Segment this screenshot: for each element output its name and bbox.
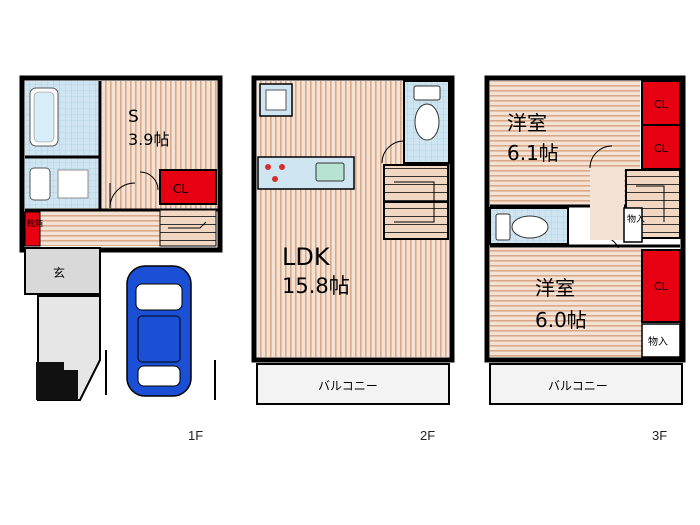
ldk-name: LDK (282, 243, 331, 271)
balcony-2f (256, 363, 450, 405)
western-room-1-size: 6.1帖 (507, 141, 559, 165)
closet-3f-1 (641, 80, 681, 126)
western-room-2-size: 6.0帖 (535, 308, 587, 332)
kitchen-counter-icon (257, 156, 355, 190)
ldk-size: 15.8帖 (282, 274, 350, 298)
closet-1f (159, 169, 217, 205)
closet-3f-3-label: CL (654, 280, 669, 293)
storage-3f-1 (623, 207, 643, 243)
floor-label-3f: 3F (652, 428, 667, 443)
western-room-2-name: 洋室 (535, 276, 575, 300)
car-icon (126, 265, 192, 397)
storage-3f-2-label: 物入 (648, 335, 668, 348)
shoe-box-label: 靴箱 (27, 218, 43, 228)
toilet-icon (511, 215, 549, 239)
hallway-3f (590, 170, 624, 240)
floor-label-1f: 1F (188, 428, 203, 443)
closet-3f-1-label: CL (654, 98, 669, 111)
closet-1f-label: CL (173, 182, 188, 196)
storage-3f-2 (641, 323, 681, 358)
entrance-label: 玄 (53, 265, 65, 280)
western-room-1-name: 洋室 (507, 111, 547, 135)
storage-3f-1-label: 物入 (627, 213, 645, 225)
closet-3f-2-label: CL (654, 142, 669, 155)
floor-3f: 洋室 6.1帖 CL CL 物入 洋室 6.0帖 CL 物入 (484, 75, 686, 443)
shoe-box (24, 211, 41, 247)
washbasin-icon (29, 167, 51, 201)
hallway-1f (40, 210, 160, 246)
closet-3f-3 (641, 249, 681, 323)
room-s-name: S (128, 107, 139, 127)
floor-1f: S 3.9帖 CL 靴箱 玄 1F (19, 75, 223, 443)
balcony-3f-label: バルコニー (548, 379, 608, 393)
western-room-2 (490, 248, 642, 357)
balcony-3f (489, 363, 683, 405)
floor-2f: LDK 15.8帖 バルコニー 2F (251, 75, 455, 443)
entrance (24, 247, 101, 295)
balcony-2f-label: バルコニー (318, 379, 378, 393)
toilet-icon (414, 103, 440, 141)
floor-label-2f: 2F (420, 428, 435, 443)
room-s-size: 3.9帖 (128, 130, 169, 149)
closet-3f-2 (641, 124, 681, 170)
